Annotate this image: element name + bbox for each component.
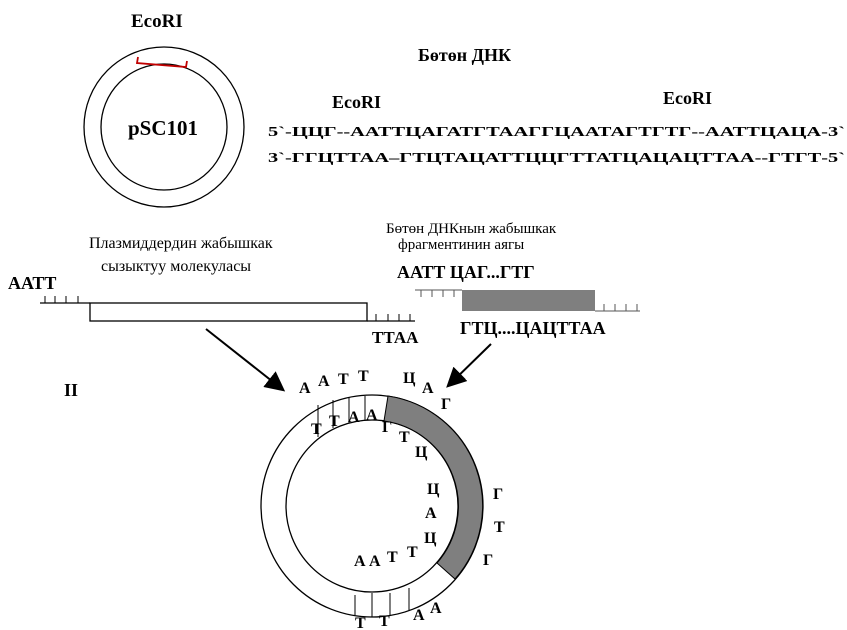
linear-plasmid-left-end: ААТТ (8, 273, 56, 293)
fragment-insert-body (462, 290, 595, 311)
nucleotide-label: Ц (415, 444, 428, 461)
nucleotide-label: Т (407, 544, 418, 561)
foreign-fragment: Бөтөн ДНКнын жабышкак фрагментинин аягы … (386, 221, 640, 338)
recombinant-insert-segment (383, 395, 484, 580)
foreign-dna-ecori-left: EcoRI (332, 92, 381, 112)
arrow-fragment-to-recombinant (446, 343, 492, 388)
stage-roman-numeral: II (64, 380, 78, 400)
fragment-caption-line2: фрагментинин аягы (398, 237, 524, 253)
fragment-bottom-seq: ГТЦ....ЦАЦТТАА (460, 318, 606, 338)
plasmid-outer-ring (83, 46, 245, 208)
linear-plasmid: Плазмиддердин жабышкак сызыктуу молекула… (8, 235, 419, 347)
recombinant-plasmid: А А Т Т Ц А Г Т Т А А Г Т Ц Ц А Ц Г Т Г … (260, 368, 505, 630)
nucleotide-label: А (366, 407, 378, 424)
nucleotide-label: А (369, 553, 381, 570)
plasmid-inner-ring (100, 63, 228, 191)
linear-plasmid-right-end: ТТАА (372, 328, 419, 347)
nucleotide-label: А (425, 505, 437, 522)
nucleotide-label: А (413, 607, 425, 624)
linear-plasmid-body (89, 302, 368, 322)
nucleotide-label: Т (355, 615, 366, 630)
nucleotide-label: Т (311, 421, 322, 438)
plasmid-name: pSC101 (128, 116, 198, 140)
nucleotide-label: Т (387, 549, 398, 566)
foreign-dna-title: Бөтөн ДНК (418, 45, 511, 65)
nucleotide-label: Г (382, 419, 392, 436)
nucleotide-label: А (430, 600, 442, 617)
nucleotide-label: А (348, 409, 360, 426)
nucleotide-label: Г (441, 396, 451, 413)
nucleotide-label: А (354, 553, 366, 570)
foreign-dna-ecori-right: EcoRI (663, 88, 712, 108)
plasmid-psc101: EcoRI pSC101 (83, 11, 245, 208)
nucleotide-label: Ц (424, 530, 437, 547)
nucleotide-label: Т (358, 368, 369, 385)
plasmid-ecori-label: EcoRI (131, 11, 183, 32)
nucleotide-label: Г (493, 486, 503, 503)
nucleotide-label: А (299, 380, 311, 397)
foreign-dna-strand-bottom: 3`-ГГЦТТАА–ГТЦТАЦАТТЦЦГТТАТЦАЦАЦТТАА--ГТ… (268, 151, 845, 166)
nucleotide-label: Т (338, 371, 349, 388)
fragment-caption-line1: Бөтөн ДНКнын жабышкак (386, 221, 557, 237)
nucleotide-label: Ц (403, 370, 416, 387)
nucleotide-label: Т (379, 613, 390, 630)
arrow-plasmid-to-recombinant (205, 328, 286, 392)
foreign-dna-strand-top: 5`-ЦЦГ--ААТТЦАГАТГТААГГЦААТАГТГТГ--ААТТЦ… (268, 125, 845, 140)
nucleotide-label: Ц (427, 481, 440, 498)
nucleotide-label: А (422, 380, 434, 397)
fragment-top-seq: ААТТ ЦАГ...ГТГ (397, 262, 535, 282)
nucleotide-label: Т (399, 429, 410, 446)
foreign-dna: Бөтөн ДНК EcoRI EcoRI 5`-ЦЦГ--ААТТЦАГАТГ… (268, 45, 845, 166)
nucleotide-label: Т (329, 413, 340, 430)
linear-plasmid-caption-line2: сызыктуу молекуласы (101, 258, 251, 275)
nucleotide-label: Т (494, 519, 505, 536)
nucleotide-label: А (318, 373, 330, 390)
nucleotide-label: Г (483, 552, 493, 569)
linear-plasmid-caption-line1: Плазмиддердин жабышкак (89, 235, 273, 252)
plasmid-ecori-site-mark (135, 56, 188, 68)
